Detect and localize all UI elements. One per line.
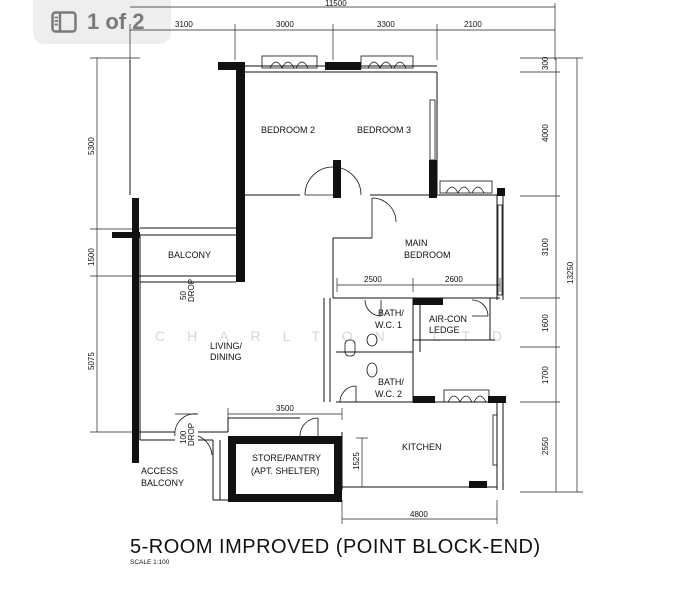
dim-right-6: 2550	[541, 437, 550, 455]
dim-right-1: 300	[541, 56, 550, 70]
dim-bath-right: 2600	[445, 275, 463, 284]
dim-top-4: 2100	[464, 20, 482, 29]
room-balcony: BALCONY	[168, 250, 211, 260]
dim-right-4: 1600	[541, 314, 550, 332]
room-aircon-line2: LEDGE	[429, 325, 460, 335]
dim-overall-width: 11500	[325, 0, 347, 8]
dim-right-5: 1700	[541, 366, 550, 384]
room-main-bedroom-line1: MAIN	[405, 238, 428, 248]
room-bedroom-3: BEDROOM 3	[357, 125, 411, 135]
room-bedroom-2: BEDROOM 2	[261, 125, 315, 135]
windows	[261, 55, 503, 466]
dim-bath-left: 2500	[364, 275, 382, 284]
room-aircon-line1: AIR-CON	[429, 314, 467, 324]
room-living-line2: DINING	[210, 352, 242, 362]
dimension-lines	[90, 3, 583, 524]
room-bath1-line2: W.C. 1	[375, 320, 402, 330]
room-main-bedroom-line2: BEDROOM	[404, 250, 451, 260]
room-living-line1: LIVING/	[210, 341, 243, 351]
dim-right-3: 3100	[541, 238, 550, 256]
room-bath1-line1: BATH/	[378, 308, 404, 318]
dim-store-depth: 1525	[352, 452, 361, 470]
room-bath2-line2: W.C. 2	[375, 389, 402, 399]
dim-top-3: 3300	[377, 20, 395, 29]
room-store-line1: STORE/PANTRY	[252, 453, 321, 463]
dim-kitchen-width: 4800	[410, 510, 428, 519]
room-store-line2: (APT. SHELTER)	[251, 466, 319, 476]
dim-top-2: 3000	[276, 20, 294, 29]
dim-top-1: 3100	[175, 20, 193, 29]
dim-left-1: 5300	[87, 137, 96, 155]
plan-title: 5-ROOM IMPROVED (POINT BLOCK-END)	[130, 536, 541, 558]
thick-walls	[112, 62, 506, 502]
drop-label-2b: DROP	[187, 423, 196, 446]
drop-label-1b: DROP	[187, 279, 196, 302]
drop-label-2a: 100	[179, 430, 188, 444]
room-access-line1: ACCESS	[141, 466, 178, 476]
dim-left-2: 1500	[87, 248, 96, 266]
doors	[174, 166, 489, 456]
drop-label-1a: 50	[179, 291, 188, 300]
sidebar-icon[interactable]	[51, 11, 77, 33]
room-kitchen: KITCHEN	[402, 442, 442, 452]
bath-fixtures	[344, 333, 378, 378]
thin-walls	[129, 60, 504, 501]
dim-right-total: 13250	[566, 261, 575, 284]
room-bath2-line1: BATH/	[378, 377, 404, 387]
dim-store-width: 3500	[276, 404, 294, 413]
dim-left-3: 5075	[87, 352, 96, 370]
room-access-line2: BALCONY	[141, 478, 184, 488]
plan-scale: SCALE 1:100	[130, 559, 170, 566]
dim-right-2: 4000	[541, 124, 550, 142]
